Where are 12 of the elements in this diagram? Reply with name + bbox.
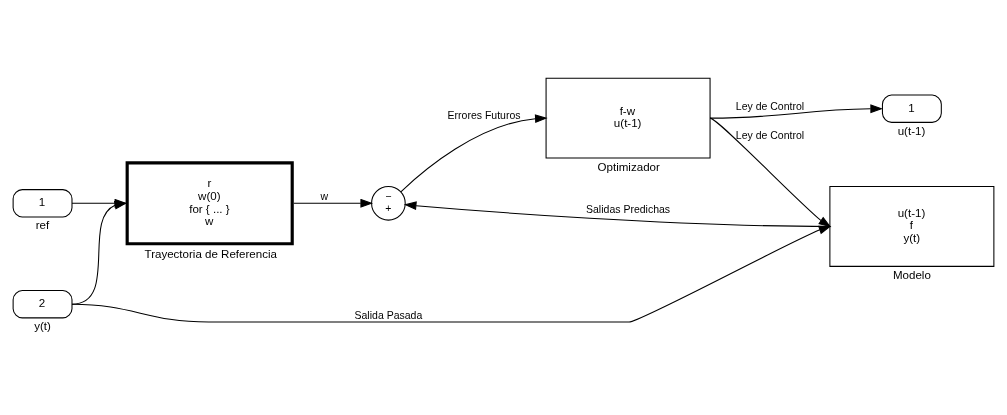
- node-label: Optimizador: [597, 160, 660, 173]
- node-label: Modelo: [892, 268, 931, 281]
- edge-label: Salida Pasada: [354, 308, 423, 321]
- edge-label: Errores Futuros: [447, 109, 521, 122]
- edge-label: Ley de Control: [735, 129, 805, 142]
- node-label: Trayectoria de Referencia: [144, 247, 277, 260]
- edge-label: Salidas Predichas: [586, 202, 671, 215]
- node-label: u(t-1): [897, 124, 926, 137]
- edge-label: w: [320, 190, 329, 203]
- node-label: y(t): [34, 320, 51, 333]
- node-label: ref: [35, 219, 50, 232]
- edge-label: Ley de Control: [735, 99, 805, 112]
